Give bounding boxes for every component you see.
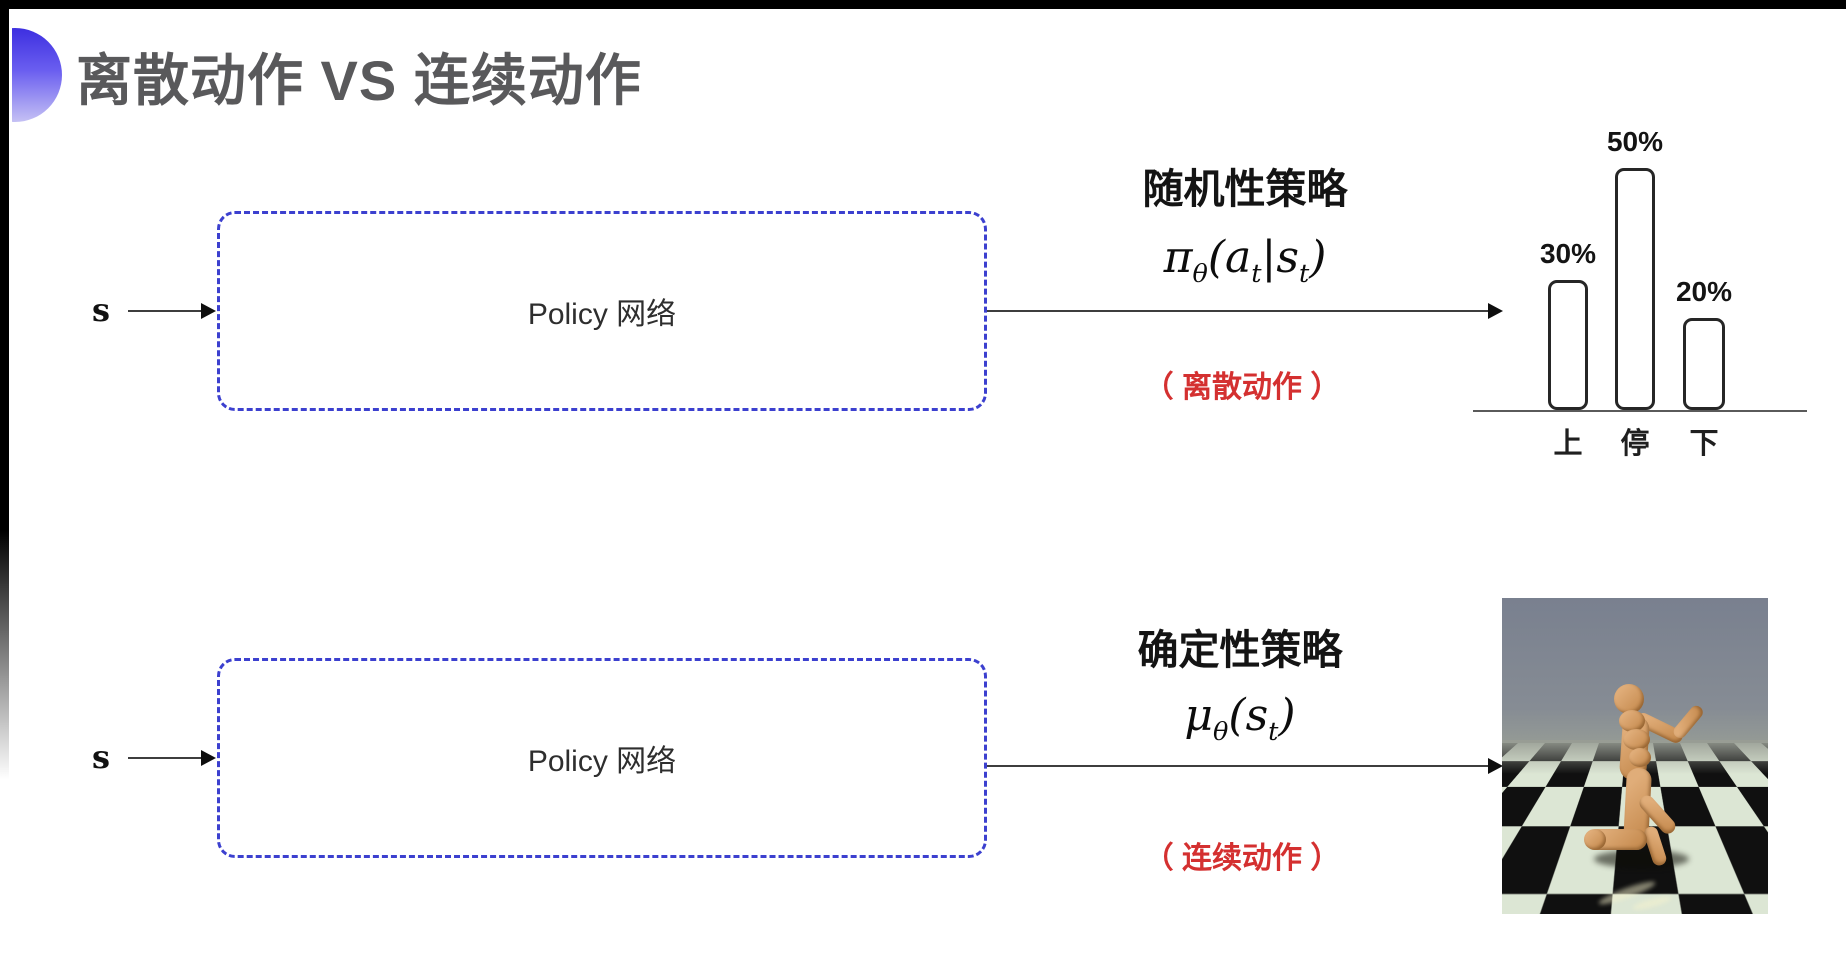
humanoid-chest [1619,710,1645,732]
policy-network-label-top: Policy 网络 [527,298,677,331]
state-input-label-bottom: s [92,738,111,776]
humanoid-pelvis [1629,748,1651,767]
chart-column-stop: 50% [1604,126,1666,410]
input-arrowhead-bottom [201,750,216,766]
policy-network-box-top: Policy 网络 [217,211,987,411]
state-input-label-top: s [92,291,111,329]
bar-value-label: 30% [1539,238,1597,269]
output-arrowhead-top [1488,303,1503,319]
bar-value-label: 50% [1606,126,1664,157]
humanoid-figure [1502,598,1768,914]
output-arrow-bottom [987,765,1489,767]
input-arrow-bottom [128,757,202,759]
humanoid-forearm [1671,703,1706,741]
deterministic-policy-formula: μθ(st) [1184,690,1296,747]
letterbox-left-bar [0,0,9,780]
title-bullet-icon [12,28,64,122]
bar-up [1548,280,1588,410]
x-tick-stop: 停 [1620,428,1650,460]
humanoid-rear-foot [1584,829,1606,850]
bar-value-label: 20% [1675,276,1733,307]
input-arrowhead-top [201,303,216,319]
output-arrow-top [987,310,1489,312]
chart-column-up: 30% [1537,238,1599,410]
bar-stop [1615,168,1655,410]
action-probability-bar-chart: 30% 50% 20% [1473,104,1807,412]
x-tick-down: 下 [1689,428,1719,460]
deterministic-policy-title: 确定性策略 [1137,627,1343,673]
x-tick-up: 上 [1553,428,1583,460]
discrete-action-note: （ 离散动作 ） [1143,371,1341,404]
humanoid-abdomen [1623,729,1650,750]
stochastic-policy-title: 随机性策略 [1142,166,1348,212]
policy-network-label-bottom: Policy 网络 [527,745,677,778]
humanoid-head [1614,684,1644,714]
output-arrowhead-bottom [1488,758,1503,774]
stochastic-policy-formula: πθ(at|st) [1163,232,1327,289]
letterbox-top-bar [0,0,1846,9]
mujoco-humanoid-image [1502,598,1768,914]
chart-column-down: 20% [1673,276,1735,410]
continuous-action-note: （ 连续动作 ） [1143,842,1341,875]
input-arrow-top [128,310,202,312]
page-title: 离散动作 VS 连续动作 [76,49,642,112]
bar-down [1683,318,1725,410]
chart-x-axis-labels: 上 停 下 [1473,420,1807,460]
policy-network-box-bottom: Policy 网络 [217,658,987,858]
